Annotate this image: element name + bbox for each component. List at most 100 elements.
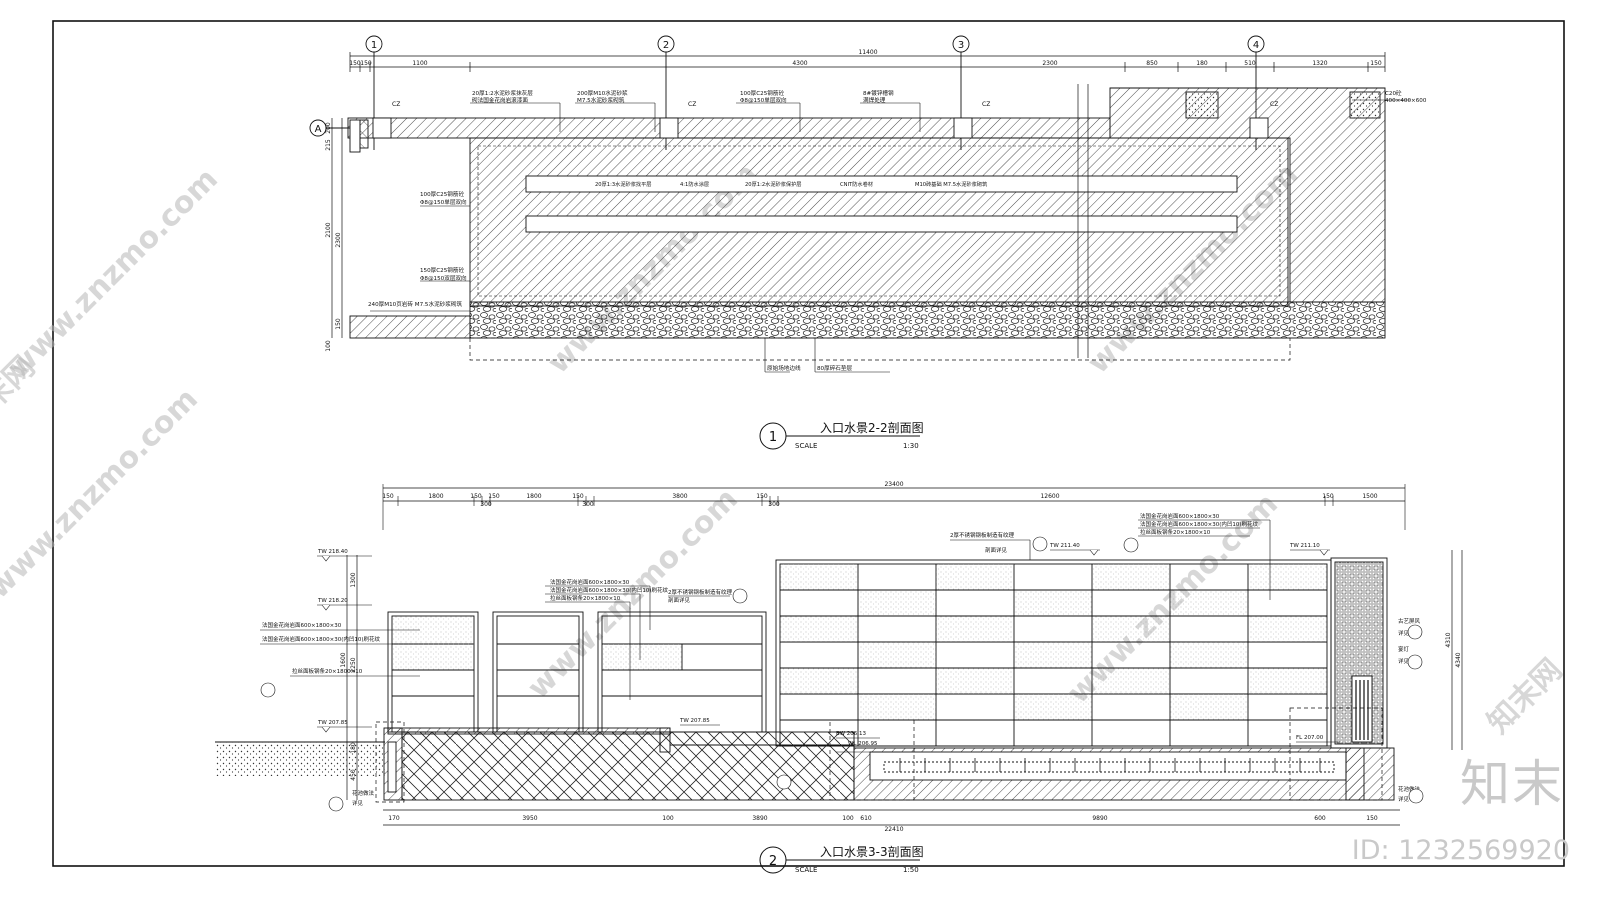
dim-text: 3890 — [752, 815, 767, 822]
dim-text: 1800 — [428, 493, 443, 500]
label: 拉丝面板钢条20×1800×10 — [550, 594, 621, 602]
dim-text: 850 — [1146, 60, 1158, 67]
dim-text: 180 — [1196, 60, 1208, 67]
label: 80厚碎石垫层 — [817, 364, 852, 372]
label: 200厚M10水泥砂浆 — [577, 89, 628, 97]
brand-watermark: 知末 — [1460, 755, 1564, 813]
dim-text: 2300 — [1042, 60, 1057, 67]
axis-label: A — [315, 124, 322, 135]
inner-label: 20厚1:2水泥砂浆保护层 — [745, 180, 801, 188]
dim-text: 1800 — [526, 493, 541, 500]
dim-text: 150 — [488, 493, 500, 500]
vdim-text: 1300 — [350, 572, 357, 587]
vdim-text: 150 — [335, 318, 342, 330]
title-block-2: 2 入口水景3-3剖面图 SCALE 1:50 — [759, 845, 924, 874]
label: 详见 — [1398, 795, 1410, 803]
axis-label: 3 — [958, 40, 964, 51]
dim-text: 1100 — [412, 60, 427, 67]
label: Φ8@150单层双向 — [740, 96, 787, 104]
scale-value: 1:50 — [903, 866, 919, 874]
image-id-watermark: ID: 1232569920 — [1351, 835, 1570, 866]
cz-label: CZ — [688, 101, 696, 108]
title-number: 2 — [769, 854, 777, 869]
elevation-label: TW 218.20 — [317, 598, 348, 604]
elevation-markers — [317, 549, 1340, 753]
label: 法国金花岗岩面600×1800×30(内凹10)刷花纹 — [262, 635, 381, 643]
title-name: 入口水景2-2剖面图 — [820, 421, 924, 435]
label: 详见 — [1398, 629, 1410, 637]
label: 剖面详见 — [668, 596, 691, 604]
label: 剖面详见 — [985, 546, 1008, 554]
elevation-label: FL 207.00 — [1296, 735, 1324, 741]
label: 法国金花岗岩面600×1800×30(内凹10)刷花纹 — [1140, 520, 1259, 528]
left-wall-panels — [387, 611, 767, 733]
vdim-text: 4340 — [1455, 652, 1462, 667]
vdim-text: 2250 — [350, 657, 357, 672]
dim-text: 150 — [1370, 60, 1382, 67]
scale-label: SCALE — [795, 442, 817, 450]
label: M7.5水泥砂浆砌筑 — [577, 96, 625, 104]
elevation-label: TW 207.85 — [317, 720, 348, 726]
scale-value: 1:30 — [903, 442, 919, 450]
label: 详见 — [352, 799, 364, 807]
label: 花池做法 — [1398, 785, 1421, 793]
label: 240厚M10页岩砖 M7.5水泥砂浆砌筑 — [368, 300, 462, 308]
section-3-3: 23400 150 1800 150 300 150 1800 150 300 … — [215, 481, 1463, 833]
cz-label: CZ — [982, 101, 990, 108]
label: 法国金花岗岩面600×1800×30 — [550, 578, 630, 586]
title-block-1: 1 入口水景2-2剖面图 SCALE 1:30 — [759, 421, 924, 450]
label: 2厚不锈钢钢板制造有纹理 — [668, 588, 733, 596]
dim-text: 510 — [1244, 60, 1256, 67]
dim-text: 11400 — [858, 49, 877, 56]
label: 100厚C25钢筋砼 — [740, 89, 784, 97]
cz-label: CZ — [392, 101, 400, 108]
sheet-border — [52, 20, 1565, 867]
elevation-label: TW 207.85 — [679, 718, 710, 724]
feature-wall — [775, 559, 1332, 747]
lattice-screen — [1330, 557, 1388, 749]
elevation-label: TW 211.10 — [1289, 543, 1320, 549]
dim-text: 3950 — [522, 815, 537, 822]
title-name: 入口水景3-3剖面图 — [820, 845, 924, 859]
inner-label: 4:1防水涂层 — [680, 180, 709, 188]
dim-text: 150 — [382, 493, 394, 500]
section-2-2: 1 2 3 4 A 11400 — [309, 35, 1427, 373]
label: 花池做法 — [352, 789, 375, 797]
vdim-text: 2100 — [325, 222, 332, 237]
watermark-text: 知末网 — [1481, 652, 1569, 740]
label: 法国金花岗岩面600×1800×30(内凹10)刷花纹 — [550, 586, 669, 594]
elevation-label: TW 218.40 — [317, 549, 348, 555]
axis-label: 2 — [663, 40, 669, 51]
label: 400×400×600 — [1385, 98, 1427, 104]
dim-text: 170 — [388, 815, 400, 822]
inner-label: CNIT防水卷材 — [840, 180, 873, 188]
dim-text: 4300 — [792, 60, 807, 67]
label: 8#镀锌槽钢 — [863, 89, 894, 97]
label: 满焊处理 — [863, 96, 886, 104]
label: 原始场地边线 — [767, 364, 801, 372]
dim-text: 100 — [842, 815, 854, 822]
axis-label: 4 — [1253, 40, 1259, 51]
label: Φ8@150双层双向 — [420, 274, 467, 282]
vdim-text: 1600 — [340, 652, 347, 667]
dim-text: 150 — [1366, 815, 1378, 822]
dim-text: 1320 — [1312, 60, 1327, 67]
dim-text: 1500 — [1362, 493, 1377, 500]
dim-text: 610 — [860, 815, 872, 822]
label: 2厚不锈钢钢板制造有纹理 — [950, 531, 1015, 539]
dim-text: 300 — [582, 501, 594, 508]
inner-label: M10砖基础 M7.5水泥砂浆砌筑 — [915, 180, 988, 188]
dim-text: 3800 — [672, 493, 687, 500]
dim-text: 150 — [470, 493, 482, 500]
elevation-label: BW 206.13 — [836, 731, 867, 737]
label: 宴灯 — [1398, 645, 1410, 653]
watermark-text: www.znzmo.com — [0, 382, 205, 606]
dim-text: 22410 — [884, 826, 903, 833]
watermark-text: www.znzmo.com — [1, 162, 225, 386]
label: 砌法国金花岗岩滚漆面 — [472, 96, 528, 104]
label: 详见 — [1398, 657, 1410, 665]
label: Φ8@150单层双向 — [420, 198, 467, 206]
dim-text: 150 — [349, 60, 361, 67]
vdim-text: 2300 — [335, 232, 342, 247]
label: 100厚C25钢筋砼 — [420, 190, 464, 198]
